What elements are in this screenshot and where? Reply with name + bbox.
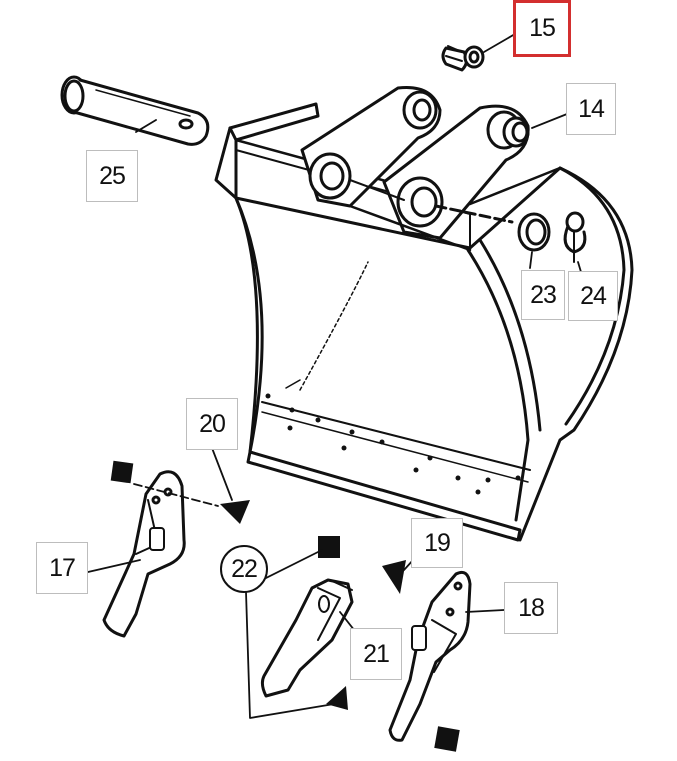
linkage-lugs	[300, 85, 530, 252]
callout-23: 25	[86, 150, 138, 202]
leader-lines	[87, 33, 585, 719]
callout-19: 19	[411, 518, 463, 568]
callout-20: 20	[186, 398, 238, 450]
callout-25: 24	[568, 271, 618, 321]
callout-21: 21	[350, 628, 402, 680]
callout-15: 15	[513, 0, 571, 57]
bushing-24	[517, 212, 551, 252]
plug-15	[441, 45, 485, 72]
side-cutter-17	[102, 470, 186, 638]
tooth-21	[260, 578, 354, 698]
callout-22: 22	[220, 545, 268, 593]
callout-24: 23	[521, 270, 565, 320]
bolts-and-pointers	[110, 460, 460, 752]
side-cutter-18	[388, 570, 472, 742]
clip-25	[563, 211, 587, 263]
callout-18: 18	[504, 582, 558, 634]
pin-23	[60, 75, 210, 146]
callout-17: 17	[36, 542, 88, 594]
callout-14: 14	[566, 83, 616, 135]
